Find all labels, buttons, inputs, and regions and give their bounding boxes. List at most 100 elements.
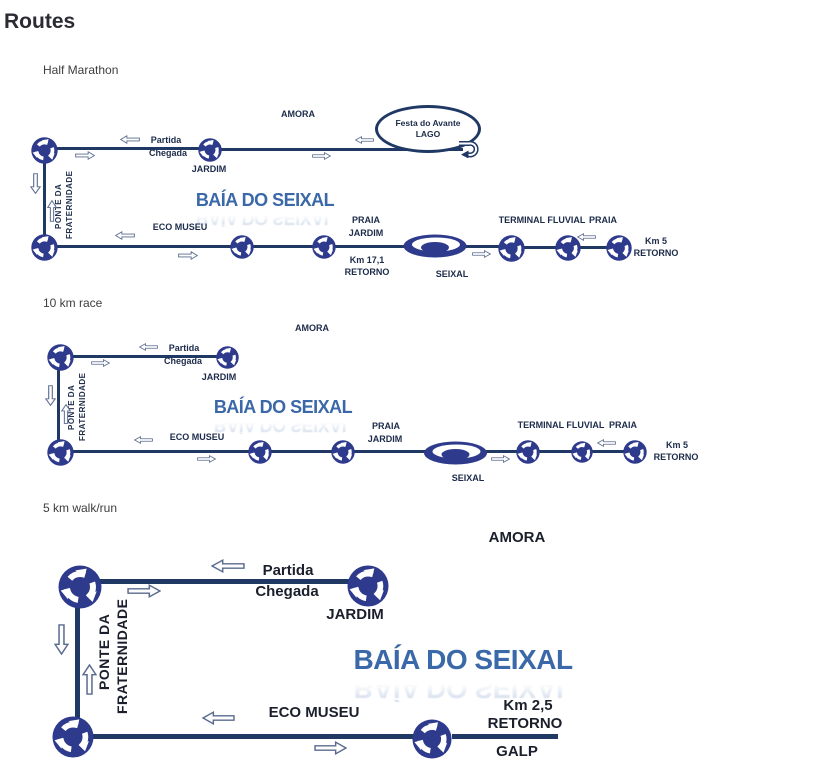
retorno-label: RETORNO [633, 248, 679, 258]
route-line [538, 450, 573, 453]
seixal-roundabout-icon [403, 234, 467, 258]
galp-label: GALP [496, 743, 538, 760]
fraternidade-label: FRATERNIDADE [114, 598, 130, 714]
roundabout-icon [248, 440, 272, 464]
chegada-label: Chegada [163, 356, 202, 366]
right-arrow-icon [491, 455, 510, 463]
seixal-label: SEIXAL [451, 473, 485, 483]
partida-label: Partida [150, 135, 182, 145]
roundabout-icon [331, 440, 355, 464]
praia-jardim-label-line1: PRAIA [371, 421, 400, 431]
roundabout-icon [58, 565, 102, 609]
route-line [486, 450, 518, 453]
route-line [466, 245, 500, 248]
route-line [591, 450, 625, 453]
roundabout-icon [198, 138, 222, 162]
left-arrow-icon [139, 343, 158, 351]
route-line [60, 355, 228, 358]
down-arrow-icon [54, 624, 69, 655]
route-line [57, 358, 60, 452]
lago-label-line1: Festa do Avante [395, 117, 461, 128]
praia-jardim-label-line2: JARDIM [367, 434, 403, 444]
left-arrow-icon [577, 233, 596, 241]
jardim-label: JARDIM [191, 164, 227, 174]
right-arrow-icon [197, 455, 216, 463]
festa-do-avante-lago-node: Festa do Avante LAGO [375, 105, 481, 153]
roundabout-icon [516, 440, 540, 464]
up-arrow-icon [82, 664, 97, 695]
right-arrow-icon [472, 250, 491, 258]
route-line [44, 245, 468, 248]
amora-label: AMORA [488, 529, 546, 546]
roundabout-icon [571, 441, 593, 463]
roundabout-icon [47, 439, 74, 466]
seixal-roundabout-icon [423, 441, 488, 465]
right-arrow-icon [75, 151, 95, 160]
section-label-5km: 5 km walk/run [43, 501, 118, 515]
km-5-label: Km 5 [644, 236, 667, 246]
ponte-da-label: PONTE DA [96, 613, 112, 691]
right-arrow-icon [127, 584, 161, 598]
jardim-label: JARDIM [326, 606, 384, 623]
baia-do-seixal-title: BAÍA DO SEIXAL BAÍA DO SEIXAL [353, 644, 573, 705]
route-line [73, 734, 415, 739]
chegada-label: Chegada [255, 583, 319, 600]
roundabout-icon [623, 440, 647, 464]
partida-label: Partida [168, 343, 200, 353]
route-line [43, 150, 46, 247]
retorno-label: RETORNO [344, 267, 390, 277]
lago-label-line2: LAGO [415, 129, 441, 139]
down-arrow-icon [45, 385, 56, 406]
km-17-1-label: Km 17,1 [349, 255, 385, 265]
seixal-label: SEIXAL [435, 269, 469, 279]
baia-do-seixal-title: BAÍA DO SEIXAL BAÍA DO SEIXAL [195, 190, 335, 228]
route-line [44, 147, 218, 150]
jardim-label: JARDIM [201, 372, 237, 382]
route-line [75, 590, 80, 740]
roundabout-icon [31, 234, 58, 261]
route-line [100, 579, 350, 584]
partida-label: Partida [262, 562, 314, 579]
u-turn-arrow-icon [459, 138, 481, 158]
route-line [452, 734, 558, 739]
roundabout-icon [47, 344, 74, 371]
roundabout-icon [555, 235, 581, 261]
left-arrow-icon [211, 559, 245, 573]
km-2-5-label: Km 2,5 [503, 697, 553, 714]
section-label-10km: 10 km race [43, 296, 103, 310]
left-arrow-icon [597, 439, 616, 447]
fraternidade-label: FRATERNIDADE [78, 372, 87, 442]
retorno-label: RETORNO [487, 715, 563, 732]
route-line [579, 246, 609, 249]
roundabout-icon [347, 565, 389, 607]
roundabout-icon [412, 719, 452, 759]
praia-jardim-label-line1: PRAIA [351, 215, 380, 225]
retorno-label: RETORNO [653, 452, 699, 462]
right-arrow-icon [91, 359, 110, 367]
right-arrow-icon [314, 741, 347, 755]
right-arrow-icon [178, 251, 198, 260]
praia-jardim-label-line2: JARDIM [348, 228, 384, 238]
praia-label: PRAIA [588, 215, 617, 225]
left-arrow-icon [355, 136, 374, 144]
roundabout-icon [606, 235, 632, 261]
chegada-label: Chegada [148, 148, 187, 158]
roundabout-icon [52, 716, 94, 758]
left-arrow-icon [134, 436, 153, 444]
eco-museu-label: ECO MUSEU [152, 222, 208, 232]
page-title: Routes [4, 10, 76, 33]
terminal-fluvial-label: TERMINAL FLUVIAL [498, 215, 586, 225]
right-arrow-icon [312, 152, 331, 160]
roundabout-icon [31, 137, 58, 164]
route-line [220, 148, 463, 151]
eco-museu-label: ECO MUSEU [268, 704, 360, 721]
amora-label: AMORA [295, 323, 329, 333]
roundabout-icon [216, 346, 239, 369]
left-arrow-icon [115, 231, 135, 240]
baia-do-seixal-title: BAÍA DO SEIXAL BAÍA DO SEIXAL [213, 397, 353, 435]
praia-label: PRAIA [608, 420, 637, 430]
amora-label: AMORA [281, 109, 315, 119]
route-line [524, 246, 558, 249]
up-arrow-icon [47, 200, 57, 222]
